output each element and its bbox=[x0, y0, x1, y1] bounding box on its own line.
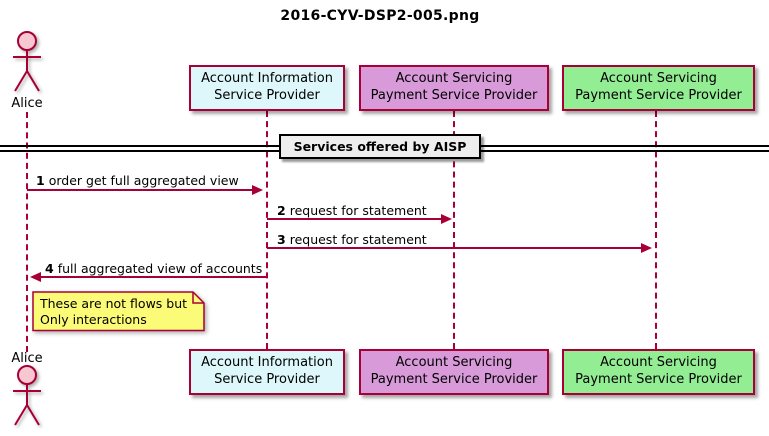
participant-label-line: Account Servicing bbox=[600, 355, 717, 371]
message-4-line bbox=[40, 276, 267, 278]
participant-aspsp2-top: Account Servicing Payment Service Provid… bbox=[562, 65, 755, 111]
participant-aisp-bottom: Account Information Service Provider bbox=[189, 349, 345, 395]
participant-label-line: Payment Service Provider bbox=[575, 88, 742, 103]
participant-label-line: Account Information bbox=[201, 71, 333, 87]
participant-label-line: Account Servicing bbox=[600, 71, 717, 87]
message-4-number: 4 bbox=[45, 261, 54, 276]
divider-label-box: Services offered by AISP bbox=[279, 134, 481, 159]
message-2-text: request for statement bbox=[289, 203, 427, 218]
actor-icon bbox=[13, 31, 41, 92]
participant-label-line: Account Information bbox=[201, 355, 333, 371]
participant-aisp-top: Account Information Service Provider bbox=[189, 65, 345, 111]
message-2-number: 2 bbox=[277, 203, 286, 218]
message-1-arrowhead-icon bbox=[252, 185, 263, 195]
message-3-number: 3 bbox=[277, 232, 286, 247]
actor-label: Alice bbox=[11, 351, 43, 366]
participant-label-line: Service Provider bbox=[214, 88, 320, 103]
message-1-number: 1 bbox=[36, 173, 45, 188]
lifeline-alice bbox=[26, 112, 28, 352]
message-2-arrowhead-icon bbox=[441, 214, 452, 224]
divider-label: Services offered by AISP bbox=[293, 139, 467, 154]
lifeline-aspsp1 bbox=[453, 111, 455, 349]
lifeline-aspsp2 bbox=[655, 111, 657, 349]
message-3-text: request for statement bbox=[289, 232, 427, 247]
participant-label-line: Account Servicing bbox=[395, 71, 513, 87]
message-1-line bbox=[27, 189, 253, 191]
participant-aspsp1-top: Account Servicing Payment Service Provid… bbox=[359, 65, 549, 111]
lifeline-aisp bbox=[266, 111, 268, 349]
diagram-title: 2016-CYV-DSP2-005.png bbox=[280, 8, 480, 24]
participant-label-line: Service Provider bbox=[214, 372, 320, 387]
message-4-text: full aggregated view of accounts bbox=[57, 261, 263, 276]
message-4-arrowhead-icon bbox=[30, 272, 41, 282]
participant-aspsp1-bottom: Account Servicing Payment Service Provid… bbox=[359, 349, 549, 395]
message-3-line bbox=[267, 247, 642, 249]
message-2-line bbox=[267, 218, 442, 220]
participant-label-line: Payment Service Provider bbox=[370, 88, 538, 103]
message-1-text: order get full aggregated view bbox=[48, 173, 239, 188]
note-text-line: These are not flows but bbox=[40, 296, 188, 311]
participant-label-line: Payment Service Provider bbox=[370, 372, 538, 387]
actor-icon bbox=[13, 365, 41, 426]
participant-label-line: Account Servicing bbox=[395, 355, 513, 371]
message-3-arrowhead-icon bbox=[641, 243, 652, 253]
note-text-line: Only interactions bbox=[40, 312, 147, 327]
participant-aspsp2-bottom: Account Servicing Payment Service Provid… bbox=[562, 349, 755, 395]
actor-label: Alice bbox=[11, 96, 43, 111]
participant-label-line: Payment Service Provider bbox=[575, 372, 742, 387]
note-icon bbox=[32, 291, 205, 332]
